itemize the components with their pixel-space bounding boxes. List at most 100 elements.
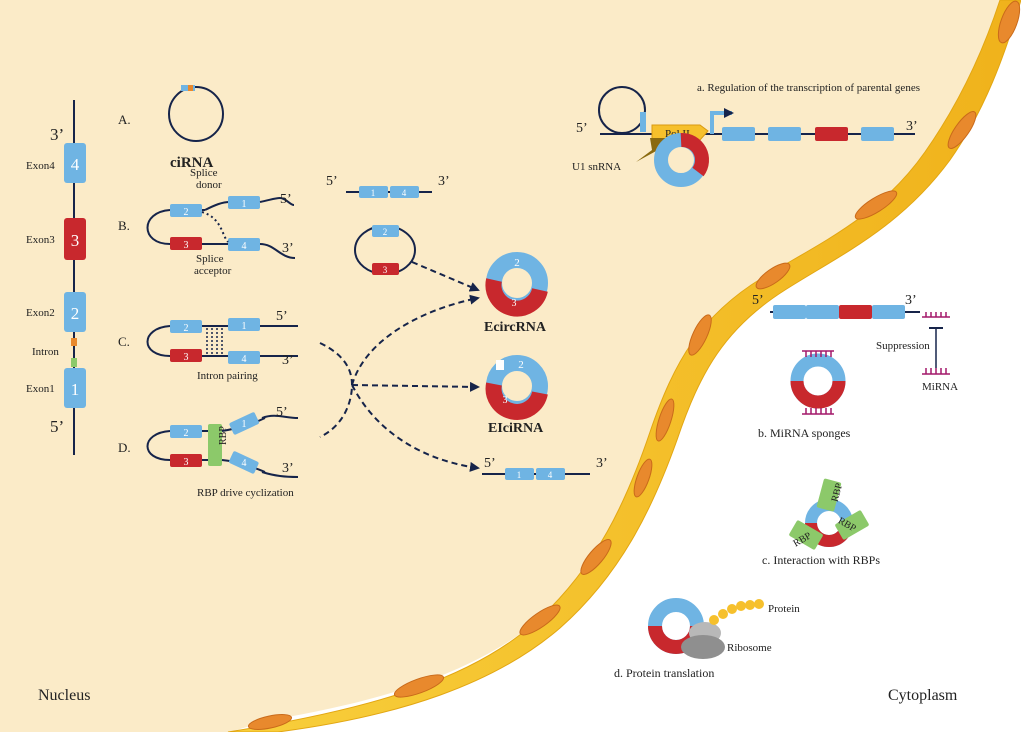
bot-exon1-num: 1 (517, 470, 522, 480)
exon2-number: 2 (71, 304, 80, 323)
splice-donor-2: donor (196, 179, 222, 191)
exon3-label: Exon3 (26, 234, 55, 246)
a-title: a. Regulation of the transcription of pa… (697, 82, 920, 94)
suppression-label: Suppression (876, 340, 930, 352)
cirna-circle (168, 86, 224, 142)
ribosome-large (681, 635, 725, 659)
cytoplasm-label: Cytoplasm (888, 687, 958, 704)
mirna-label: MiRNA (922, 381, 958, 393)
d-exon1-num: 1 (242, 419, 247, 430)
b-3prime: 3’ (282, 241, 294, 256)
nuclear-membrane (227, 0, 1021, 732)
eicirna-label: EIciRNA (488, 421, 544, 436)
c-3prime: 3’ (282, 353, 294, 368)
b-exon3-num: 3 (184, 240, 189, 251)
top-exon1-num: 1 (371, 188, 376, 198)
label-B: B. (118, 218, 130, 233)
b-title: b. MiRNA sponges (758, 426, 851, 440)
eicirna: 2 3 EIciRNA (485, 355, 548, 436)
cirna-label: ciRNA (170, 155, 213, 171)
c-5prime: 5’ (276, 309, 288, 324)
splice-acceptor-1: Splice (196, 253, 224, 265)
panel-a-cirna: A. ciRNA (118, 85, 224, 171)
ecirc-num2: 2 (514, 257, 520, 269)
exon3-number: 3 (71, 231, 80, 250)
parental-gene: 3’ 5’ 4 Exon4 3 Exon3 2 Exon2 Intron 1 E… (26, 100, 86, 455)
c-exon4-num: 4 (242, 354, 247, 365)
pathway-arrows (319, 261, 480, 472)
protein-label: Protein (768, 603, 800, 615)
d-title: d. Protein translation (614, 666, 714, 680)
eici-num3: 3 (503, 395, 508, 406)
intron-pairing-label: Intron pairing (197, 370, 258, 382)
function-b-mirna-sponge: 5’ 3’ Suppression MiRNA (752, 293, 958, 440)
function-a-transcription: a. Regulation of the transcription of pa… (572, 82, 920, 187)
exon3-box (64, 218, 86, 260)
transcription-arrow (710, 108, 734, 134)
top-3prime: 3’ (438, 174, 450, 189)
mirna-free (922, 368, 950, 375)
exon2-box (64, 292, 86, 332)
d-5prime: 5’ (276, 405, 288, 420)
mirna-bound-3utr (922, 312, 950, 318)
a-cirna-loop (598, 86, 646, 134)
a-5prime: 5’ (576, 121, 588, 136)
rbp-box (208, 424, 222, 466)
panel-b-splice: B. 2 3 1 4 5’ 3’ Splice donor Splice acc… (118, 167, 296, 277)
function-d-translation: Protein Ribosome d. Protein translation (614, 598, 800, 680)
label-D: D. (118, 440, 131, 455)
c-exon3-num: 3 (184, 352, 189, 363)
intron-label: Intron (32, 346, 59, 358)
c-exon2-num: 2 (184, 323, 189, 334)
top-5prime: 5’ (326, 174, 338, 189)
ribosome-label: Ribosome (727, 642, 772, 654)
bot-3prime: 3’ (596, 456, 608, 471)
bot-5prime: 5’ (484, 456, 496, 471)
label-C: C. (118, 334, 130, 349)
panel-c-intron-pairing: C. 2 3 1 4 5’ 3’ Intron pairing (118, 309, 298, 382)
lariat-intermediate: 2 3 (354, 225, 416, 275)
lariat-exon3-num: 3 (383, 265, 388, 275)
b-5prime: 5’ (752, 293, 764, 308)
eici-num2: 2 (518, 359, 524, 371)
d-3prime: 3’ (282, 461, 294, 476)
gene-3prime-label: 3’ (50, 125, 64, 144)
function-c-rbp: RBP RBP RBP c. Interaction with RBPs (762, 478, 880, 567)
ecircrna: 2 3 EcircRNA (484, 252, 548, 335)
b-exon2-num: 2 (184, 207, 189, 218)
cirna-orange-mark (188, 85, 193, 91)
intron-mark-green (71, 358, 77, 367)
b-3prime-label: 3’ (905, 293, 917, 308)
ecirc-num3: 3 (512, 298, 517, 309)
splice-donor-1: Splice (190, 167, 218, 179)
ecircrna-label: EcircRNA (484, 320, 547, 335)
panel-d-rbp: D. 2 3 RBP 1 4 5’ 3’ RBP drive cyclizati… (118, 405, 299, 499)
exon4-label: Exon4 (26, 160, 55, 172)
b-exon1-num: 1 (242, 199, 247, 210)
d-exon3-num: 3 (184, 457, 189, 468)
top-exon4-num: 4 (402, 188, 407, 198)
b-5prime: 5’ (280, 192, 292, 207)
d-exon4-num: 4 (242, 458, 247, 469)
b-exon4-num: 4 (242, 241, 247, 252)
rbp-drive-label: RBP drive cyclization (197, 487, 294, 499)
rbp-top: RBP (830, 482, 846, 504)
nucleus-label: Nucleus (38, 687, 90, 704)
intron-mark-orange (71, 338, 77, 346)
label-A: A. (118, 112, 131, 127)
a-3prime: 3’ (906, 119, 918, 134)
c-exon1-num: 1 (242, 321, 247, 332)
rbp-label: RBP (218, 426, 229, 445)
protein-chain (709, 599, 764, 625)
exon1-number: 1 (71, 380, 80, 399)
d-exon2-num: 2 (184, 428, 189, 439)
bot-exon4-num: 4 (548, 470, 553, 480)
c-title: c. Interaction with RBPs (762, 553, 880, 567)
spliced-linear-top: 1 4 5’ 3’ (326, 174, 450, 198)
exon1-box (64, 368, 86, 408)
exon1-label: Exon1 (26, 383, 55, 395)
exon2-label: Exon2 (26, 307, 55, 319)
gene-5prime-label: 5’ (50, 417, 64, 436)
lariat-exon2-num: 2 (383, 227, 388, 237)
